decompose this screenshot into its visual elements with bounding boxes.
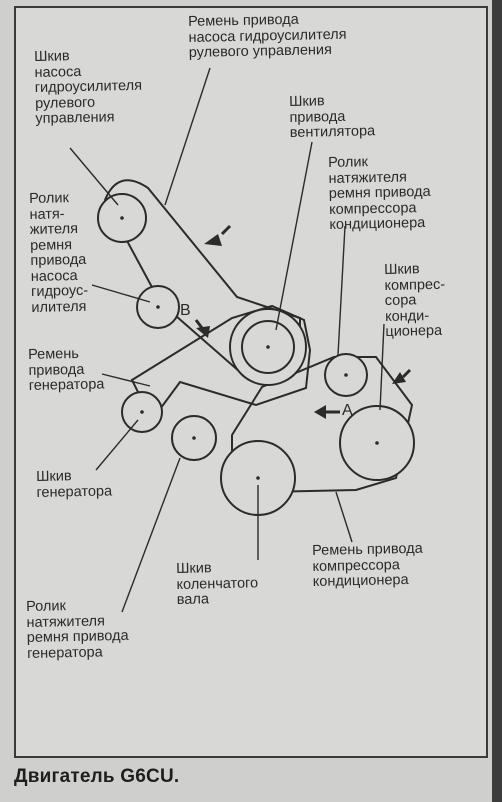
leader-line <box>91 284 151 303</box>
mark-b: B <box>180 302 191 319</box>
hub-dot <box>140 410 144 414</box>
leader-line <box>121 457 181 613</box>
hub-dot <box>256 476 260 480</box>
hub-dot <box>192 436 196 440</box>
label-crankshaft-pulley: Шкив коленчатого вала <box>175 560 259 608</box>
arrow-icon <box>314 405 326 419</box>
label-steering-pump-pulley: Шкив насоса гидроусилителя рулевого упра… <box>33 48 143 127</box>
leader-line <box>95 419 139 471</box>
label-ac-compressor-pulley: Шкив компрес- сора конди- ционера <box>383 261 446 340</box>
leader-line <box>164 67 211 206</box>
caption: Двигатель G6CU. <box>14 766 180 787</box>
leader-line <box>335 491 353 543</box>
arrow-icon <box>220 224 232 236</box>
hub-dot <box>375 441 379 445</box>
page-edge <box>492 0 502 802</box>
arrow-icon <box>204 234 222 246</box>
label-steering-pump-belt: Ремень привода насоса гидроусилителя рул… <box>187 11 347 61</box>
leader-line <box>275 141 313 331</box>
label-alternator-tensioner-roller: Ролик натяжителя ремня привода генератор… <box>25 598 129 662</box>
leader-line <box>101 373 151 387</box>
hub-dot <box>156 305 160 309</box>
label-alternator-belt: Ремень привода генератора <box>27 345 105 394</box>
label-fan-pulley: Шкив привода вентилятора <box>288 93 376 141</box>
hub-dot <box>266 345 270 349</box>
label-steering-tensioner-roller: Ролик натя- жителя ремня привода насоса … <box>28 190 89 316</box>
leader-line <box>379 323 385 411</box>
hub-dot <box>120 216 124 220</box>
hub-dot <box>344 373 348 377</box>
label-ac-compressor-belt: Ремень привода компрессора кондиционера <box>311 540 423 590</box>
arrow-icon <box>401 368 412 379</box>
label-ac-tensioner-roller: Ролик натяжителя ремня привода компрессо… <box>327 154 431 233</box>
leader-line <box>337 225 346 356</box>
arrow-icon <box>392 372 406 384</box>
label-alternator-pulley: Шкив генератора <box>35 468 113 501</box>
mark-a: A <box>342 402 353 419</box>
leader-line <box>69 147 119 206</box>
arrow-icon <box>196 326 210 338</box>
arrow-icon <box>194 319 204 329</box>
